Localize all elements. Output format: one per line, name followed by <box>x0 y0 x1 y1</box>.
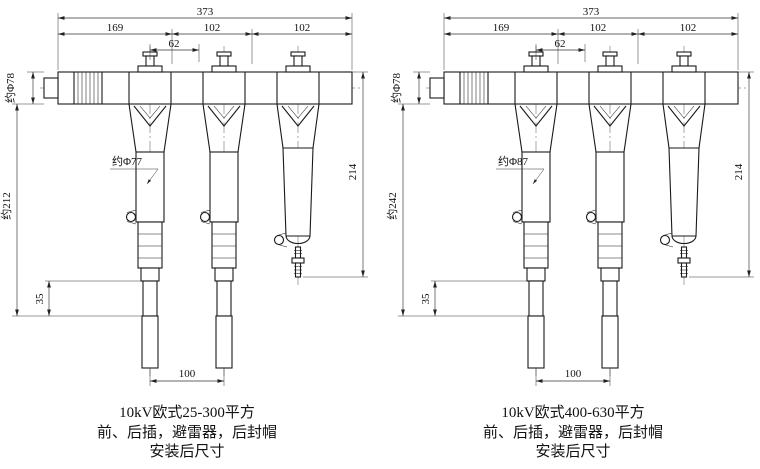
front-plug-hatch <box>77 72 99 104</box>
dim-cable-spacing: 100 <box>565 368 582 380</box>
dim-body-diameter: 约Φ87 <box>498 155 529 168</box>
caption: 10kV欧式25-300平方 前、后插，避雷器，后封帽 安装后尺寸 <box>97 404 277 460</box>
connector-1 <box>125 51 172 369</box>
caption-line-2: 前、后插，避雷器，后封帽 <box>97 424 277 441</box>
dimensions <box>398 13 754 386</box>
dim-plug-diameter: 约Φ78 <box>4 72 17 103</box>
dimension-labels: 373 169 102 102 62 约Φ78 约212 约Φ77 214 35… <box>0 6 359 380</box>
arrester-stud <box>677 246 691 278</box>
caption-line-3: 安装后尺寸 <box>149 443 224 460</box>
caption-line-2: 前、后插，避雷器，后封帽 <box>483 424 663 441</box>
dim-arrester-height: 214 <box>733 163 745 180</box>
caption: 10kV欧式400-630平方 前、后插，避雷器，后封帽 安装后尺寸 <box>483 404 663 460</box>
dim-seg3: 102 <box>294 22 311 34</box>
dim-seg2: 102 <box>204 22 221 34</box>
dim-arrester-height: 214 <box>347 163 359 180</box>
dim-neck: 35 <box>420 293 432 305</box>
connector-2 <box>199 51 246 369</box>
dim-seg2: 102 <box>590 22 607 34</box>
dim-cap-offset: 62 <box>169 38 180 50</box>
dim-seg1: 169 <box>107 22 124 34</box>
front-plug-hatch <box>463 72 485 104</box>
arrester-connector <box>273 51 320 278</box>
arrester-stud <box>291 246 305 278</box>
dimensions <box>12 13 368 386</box>
caption-line-1: 10kV欧式25-300平方 <box>119 404 255 421</box>
dim-body-diameter: 约Φ77 <box>112 155 143 168</box>
dim-seg1: 169 <box>493 22 510 34</box>
connector-2 <box>585 51 632 369</box>
dimension-labels: 373 169 102 102 62 约Φ78 约242 约Φ87 214 35… <box>386 6 745 380</box>
dim-drop-height: 约212 <box>0 192 13 220</box>
caption-line-1: 10kV欧式400-630平方 <box>501 404 644 421</box>
dim-drop-height: 约242 <box>386 192 399 220</box>
dim-seg3: 102 <box>680 22 697 34</box>
busbar <box>43 71 353 105</box>
dim-plug-diameter: 约Φ78 <box>390 72 403 103</box>
busbar <box>429 71 739 105</box>
caption-line-3: 安装后尺寸 <box>535 443 610 460</box>
dim-cap-offset: 62 <box>555 38 566 50</box>
dim-overall: 373 <box>197 6 214 18</box>
engineering-drawing-left: 373 169 102 102 62 约Φ78 约212 约Φ77 214 35… <box>0 6 368 460</box>
connector-1 <box>511 51 558 369</box>
arrester-connector <box>659 51 706 278</box>
dim-neck: 35 <box>34 293 46 305</box>
dim-overall: 373 <box>583 6 600 18</box>
engineering-drawing-right: 373 169 102 102 62 约Φ78 约242 约Φ87 214 35… <box>386 6 754 460</box>
dim-cable-spacing: 100 <box>179 368 196 380</box>
